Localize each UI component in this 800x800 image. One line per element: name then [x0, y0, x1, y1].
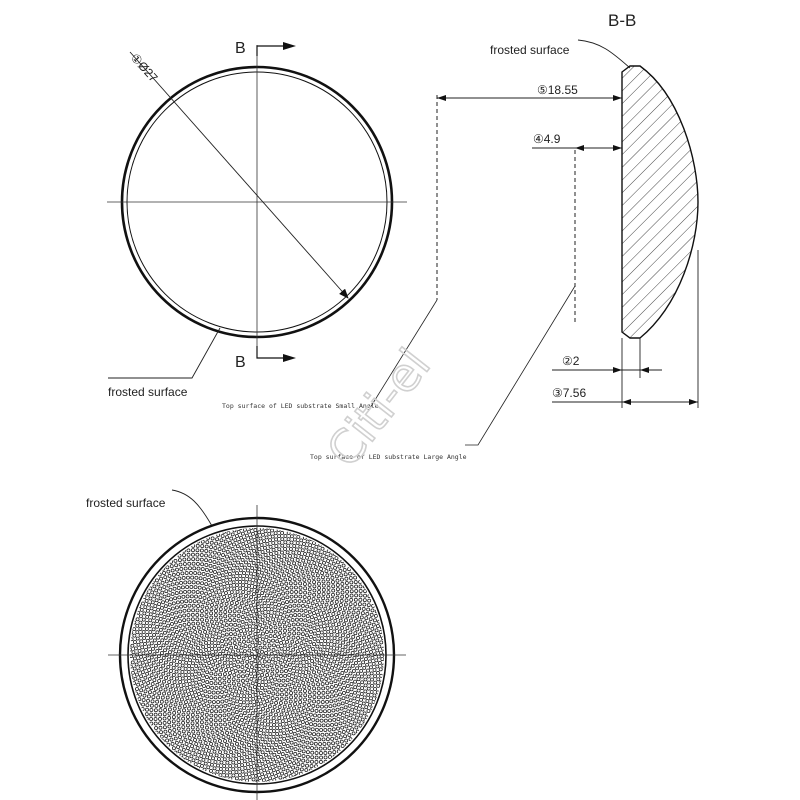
section-arrow-bottom-head	[283, 354, 296, 362]
dim-4-9-arrow-right	[613, 145, 622, 151]
front-view: ①Ø27 B B frosted surface	[107, 40, 407, 399]
frosted-leader-section	[577, 39, 631, 69]
annotation-large-angle: Top surface of LED substrate Large Angle	[310, 453, 467, 461]
microlens-array	[130, 528, 384, 782]
section-marker-top: B	[235, 40, 246, 57]
leader-large-angle	[465, 285, 576, 446]
leader-small-angle	[369, 299, 438, 409]
annotation-small-angle: Top surface of LED substrate Small Angle	[222, 402, 379, 410]
diameter-label: ①Ø27	[128, 51, 161, 85]
section-title: B-B	[608, 11, 636, 30]
dim-2-arrow-right	[640, 367, 649, 373]
section-arrow-top-head	[283, 42, 296, 50]
dim-7-56-arrow-left	[622, 399, 631, 405]
frosted-label-section: frosted surface	[490, 43, 570, 57]
frosted-label-front: frosted surface	[108, 385, 188, 399]
frosted-label-pattern: frosted surface	[86, 496, 166, 510]
section-view: B-B frosted surface ⑤18.55 ④4.9 ②2 ③7.56	[222, 11, 699, 461]
dim-18-55-arrow-left	[437, 95, 446, 101]
diameter-dimension-line	[129, 51, 349, 299]
section-marker-bottom: B	[235, 354, 246, 371]
frosted-leader-front	[108, 327, 221, 379]
dim-4-9-arrow-left	[575, 145, 584, 151]
dim-18-55-arrow-right	[613, 95, 622, 101]
dim-4-9-label: ④4.9	[533, 132, 561, 146]
pattern-view: frosted surface	[86, 489, 406, 800]
frosted-leader-pattern	[171, 489, 213, 527]
dim-7-56-arrow-right	[689, 399, 698, 405]
dim-2-label: ②2	[562, 354, 580, 368]
dim-18-55-label: ⑤18.55	[537, 83, 578, 97]
section-arrow-top-line	[256, 45, 283, 56]
dim-7-56-label: ③7.56	[552, 386, 586, 400]
section-arrow-bottom-line	[256, 346, 283, 359]
lens-cross-section	[621, 65, 699, 339]
dim-2-arrow-left	[613, 367, 622, 373]
